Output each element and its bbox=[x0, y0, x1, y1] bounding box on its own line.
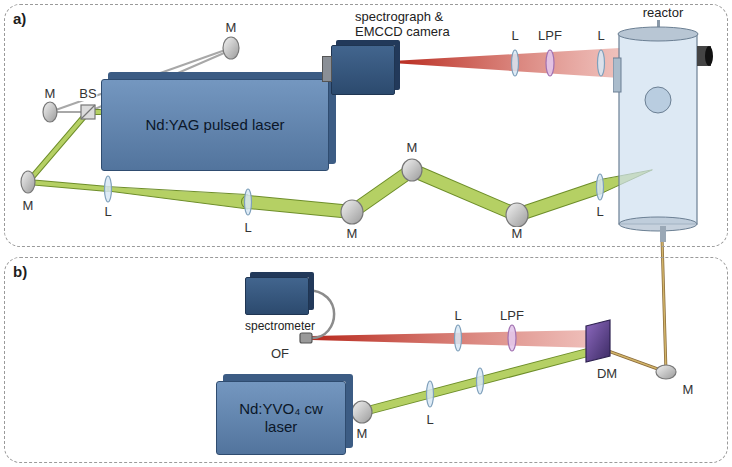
lens-symbol bbox=[455, 325, 462, 351]
reactor-port bbox=[705, 46, 713, 66]
part-label: M bbox=[356, 427, 369, 441]
part-label: M bbox=[225, 21, 238, 35]
beams-b bbox=[345, 238, 666, 412]
reactor-body bbox=[619, 34, 697, 224]
vessel-name: reactor bbox=[613, 5, 713, 20]
spectrograph-box: spectrograph & EMCCD camera bbox=[331, 9, 481, 95]
reactor-port bbox=[645, 87, 671, 113]
mirror-symbol bbox=[402, 159, 422, 181]
reactor-flange bbox=[618, 27, 698, 41]
instrument-name: spectrograph & EMCCD camera bbox=[355, 9, 477, 39]
lens-symbol bbox=[427, 381, 434, 407]
part-label: L bbox=[510, 29, 519, 43]
panel-frame: a) Nd:YAG pulsed laser spectrograph & EMCC… bbox=[4, 4, 728, 247]
part-label: L bbox=[453, 309, 462, 323]
part-label: M bbox=[682, 383, 695, 397]
part-label: LPF bbox=[499, 309, 525, 323]
optics-a bbox=[21, 37, 605, 227]
instrument-name: spectrometer bbox=[245, 319, 335, 334]
red-beam bbox=[392, 48, 620, 78]
camera-head bbox=[322, 56, 332, 82]
panel-letter: a) bbox=[13, 10, 26, 27]
beamsplitter-symbol bbox=[81, 105, 95, 119]
reactor-outlet bbox=[660, 226, 666, 242]
laser-box: Nd:YVO₄ cw laser bbox=[216, 381, 346, 455]
panel-letter: b) bbox=[13, 263, 27, 280]
part-label: M bbox=[511, 227, 524, 241]
part-label: L bbox=[595, 205, 604, 219]
beam-outline bbox=[248, 170, 600, 215]
part-label: OF bbox=[270, 347, 290, 361]
lens-symbol bbox=[245, 189, 252, 215]
filter-symbol bbox=[508, 325, 516, 351]
filter-symbol bbox=[546, 50, 554, 76]
part-label: LPF bbox=[537, 29, 563, 43]
lens-symbol bbox=[512, 50, 519, 76]
lens-symbol bbox=[477, 368, 484, 394]
beam-outline bbox=[28, 112, 108, 189]
beam-core bbox=[28, 112, 108, 189]
part-label: DM bbox=[596, 367, 618, 381]
reactor-window bbox=[613, 58, 621, 92]
lens-symbol bbox=[598, 50, 605, 76]
mirror-symbol bbox=[43, 102, 57, 122]
part-label: M bbox=[346, 227, 359, 241]
mirror-symbol bbox=[223, 37, 239, 59]
mirror-symbol bbox=[656, 365, 676, 379]
reactor-vessel: reactor bbox=[613, 5, 713, 244]
beam-expander bbox=[108, 187, 248, 209]
mirror-symbol bbox=[506, 203, 528, 227]
spectrometer-body bbox=[245, 277, 309, 315]
panel-frame: b) spectrometerNd:YVO₄ cw laser bbox=[4, 257, 728, 463]
mirror-symbol bbox=[21, 171, 35, 193]
dichroic-mirror bbox=[586, 320, 610, 362]
reactor-holder bbox=[613, 20, 713, 244]
lens-symbol bbox=[105, 176, 112, 202]
laser-box: Nd:YAG pulsed laser bbox=[101, 79, 329, 171]
laser-name: Nd:YVO₄ cw laser bbox=[225, 400, 337, 436]
part-label: L bbox=[243, 221, 252, 235]
beam-outline bbox=[345, 350, 597, 412]
reactor-flange bbox=[619, 217, 697, 231]
reactor-drawing bbox=[613, 20, 713, 244]
beam-core bbox=[345, 350, 597, 412]
beamsplitter-symbol bbox=[81, 105, 95, 119]
part-label: L bbox=[596, 29, 605, 43]
spectrometer-box: spectrometer bbox=[245, 277, 335, 334]
part-label: M bbox=[44, 87, 57, 101]
mirror-symbol bbox=[341, 200, 363, 224]
part-label: L bbox=[425, 413, 434, 427]
spectrograph-body bbox=[331, 45, 395, 95]
optics-b bbox=[300, 320, 676, 423]
lens-symbol bbox=[597, 174, 604, 200]
mirror-symbol bbox=[352, 401, 372, 423]
part-label: M bbox=[22, 199, 35, 213]
part-label: BS bbox=[78, 87, 97, 101]
part-label: L bbox=[103, 205, 112, 219]
fiber-coupler bbox=[300, 333, 312, 343]
laser-name: Nd:YAG pulsed laser bbox=[146, 116, 285, 134]
beam-core bbox=[248, 170, 600, 215]
part-label: M bbox=[406, 141, 419, 155]
